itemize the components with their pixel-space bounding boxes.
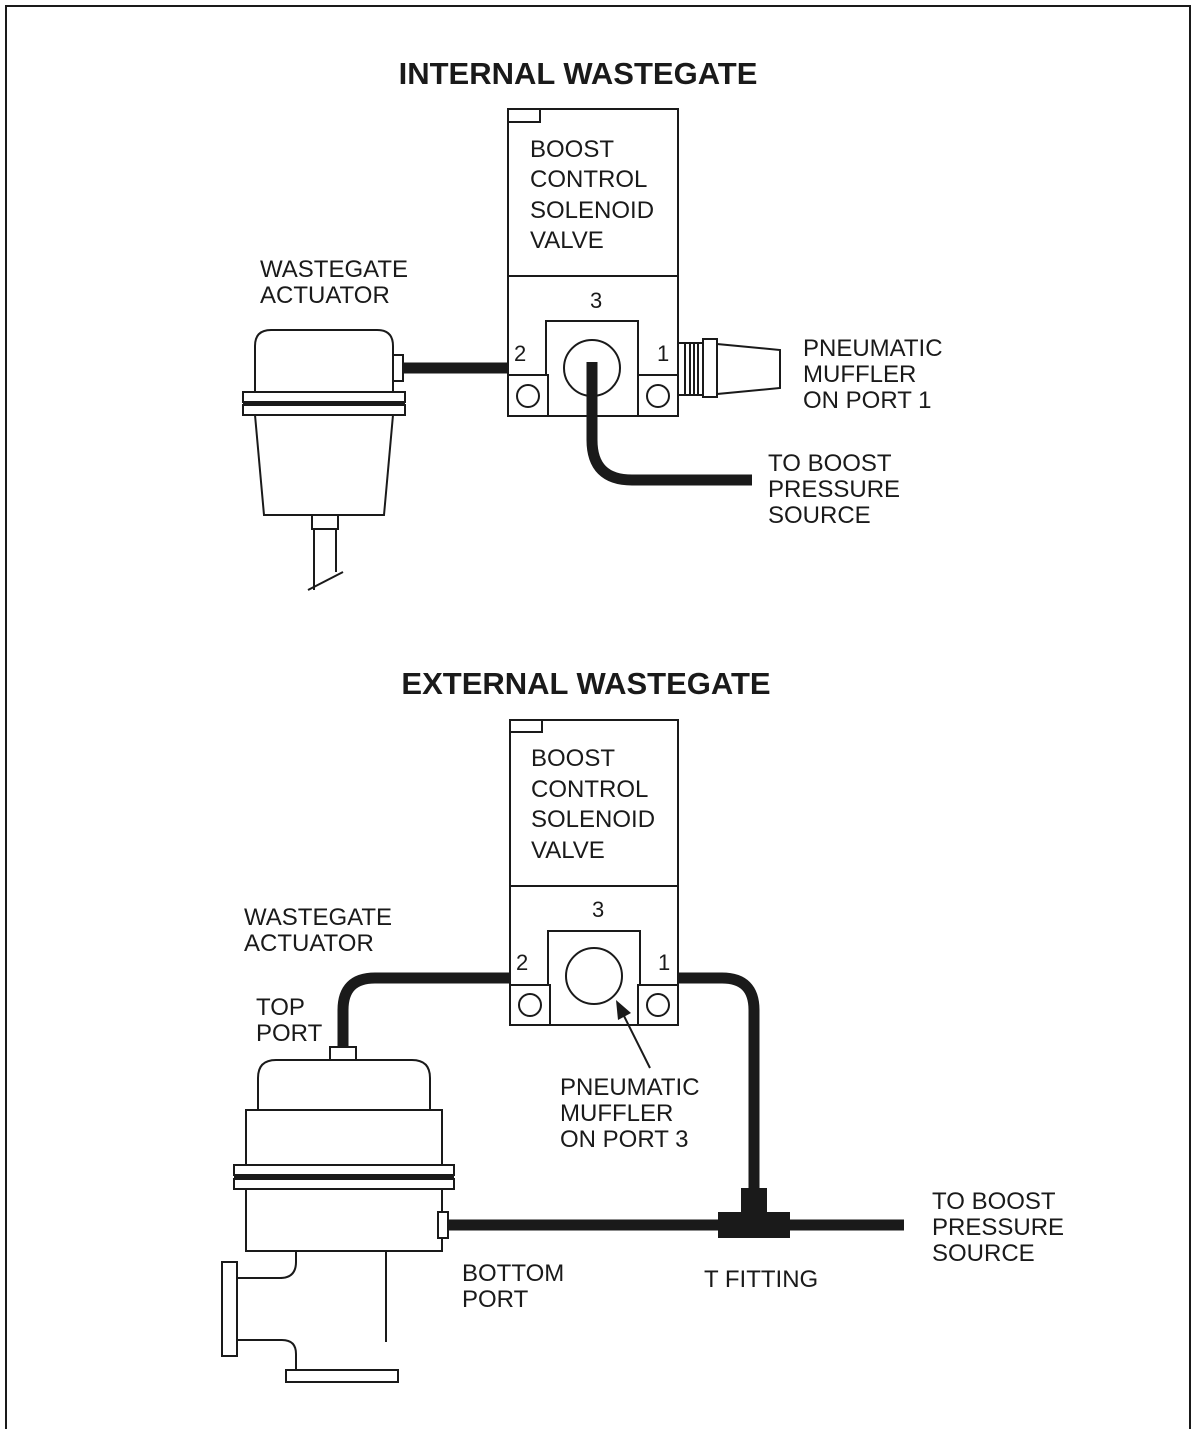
external-source-label-line-3: SOURCE — [932, 1240, 1035, 1267]
internal-wastegate-actuator — [242, 329, 406, 591]
external-hose-port-1-to-t-fitting — [678, 972, 760, 1190]
external-source-label-line-1: TO BOOST — [932, 1188, 1056, 1215]
muffler-leader-line — [619, 1007, 651, 1069]
external-muffler-label-line-3: ON PORT 3 — [560, 1126, 688, 1153]
external-actuator-label-line-1: WASTEGATE — [244, 904, 392, 931]
external-muffler-label-line-2: MUFFLER — [560, 1100, 673, 1127]
bottom-port-label-line-1: BOTTOM — [462, 1260, 564, 1287]
internal-muffler-label-line-1: PNEUMATIC — [803, 335, 943, 362]
internal-title: INTERNAL WASTEGATE — [399, 56, 758, 91]
internal-wastegate-section: INTERNAL WASTEGATE BOOST CONTROL SOLENOI… — [242, 56, 943, 591]
internal-source-label-line-1: TO BOOST — [768, 450, 892, 477]
top-port-label-line-1: TOP — [256, 994, 305, 1021]
internal-muffler-label-line-3: ON PORT 1 — [803, 387, 931, 414]
internal-valve-label-line-4: VALVE — [530, 227, 604, 254]
internal-source-label-line-3: SOURCE — [768, 502, 871, 529]
internal-port-1-label: 1 — [657, 341, 669, 366]
external-port-3-label: 3 — [592, 897, 604, 922]
external-wastegate-section: EXTERNAL WASTEGATE BOOST CONTROL SOLENOI… — [221, 666, 1064, 1383]
external-hose-port-2-to-top-port — [337, 972, 510, 1047]
external-valve-label-line-4: VALVE — [531, 837, 605, 864]
internal-hose-port-3-to-source — [586, 362, 752, 486]
muffler-leader-arrowhead — [616, 1000, 631, 1020]
external-title: EXTERNAL WASTEGATE — [401, 666, 770, 701]
external-valve-label-line-3: SOLENOID — [531, 806, 655, 833]
t-fitting-label: T FITTING — [704, 1266, 818, 1293]
external-valve-label-line-2: CONTROL — [531, 776, 648, 803]
external-muffler-label-line-1: PNEUMATIC — [560, 1074, 700, 1101]
internal-port-3-label: 3 — [590, 288, 602, 313]
external-port-2-label: 2 — [516, 950, 528, 975]
internal-valve-label-line-1: BOOST — [530, 136, 614, 163]
internal-valve-label-line-2: CONTROL — [530, 166, 647, 193]
t-fitting — [718, 1188, 790, 1238]
bottom-port-label-line-2: PORT — [462, 1286, 529, 1313]
page-frame — [5, 5, 1191, 1429]
internal-actuator-label-line-1: WASTEGATE — [260, 256, 408, 283]
external-wastegate-actuator — [221, 1046, 455, 1383]
internal-source-label-line-2: PRESSURE — [768, 476, 900, 503]
internal-actuator-label-line-2: ACTUATOR — [260, 282, 390, 309]
external-source-label-line-2: PRESSURE — [932, 1214, 1064, 1241]
internal-valve-label-line-3: SOLENOID — [530, 197, 654, 224]
external-port-3-muffler — [565, 947, 623, 1005]
internal-port-2-label: 2 — [514, 341, 526, 366]
external-port-1-label: 1 — [658, 950, 670, 975]
internal-muffler-label-line-2: MUFFLER — [803, 361, 916, 388]
internal-pneumatic-muffler — [677, 338, 781, 398]
external-actuator-label-line-2: ACTUATOR — [244, 930, 374, 957]
top-port-label-line-2: PORT — [256, 1020, 323, 1047]
external-valve-label-line-1: BOOST — [531, 745, 615, 772]
